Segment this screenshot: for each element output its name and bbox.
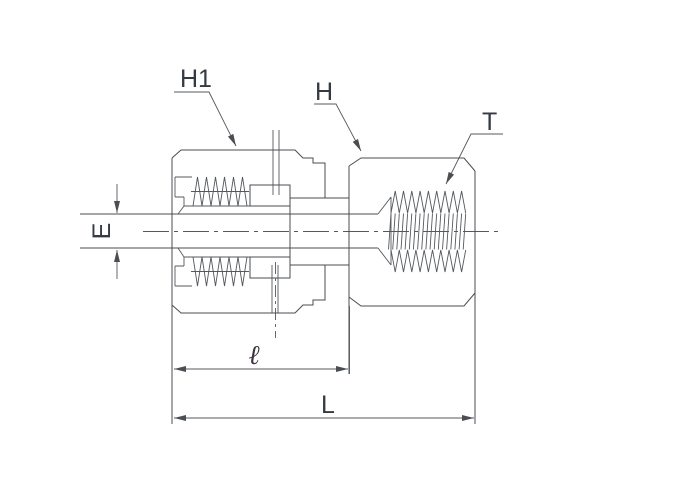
- flare-cone: [377, 196, 392, 266]
- leader-h1: [174, 91, 237, 147]
- leader-h: [314, 103, 362, 152]
- body-thread-flank-lines: [388, 213, 467, 250]
- label-h: H: [315, 78, 333, 106]
- body-thread-zigzag-top: [390, 190, 467, 214]
- dimension-lengths: [174, 306, 474, 421]
- label-t: T: [482, 108, 497, 136]
- tube: [80, 213, 378, 249]
- body-outline: [348, 157, 476, 424]
- dimension-labels: H1 H T E ℓ L: [88, 65, 497, 419]
- body-section: [348, 157, 476, 424]
- leader-t: [445, 133, 503, 185]
- nut-internal-back-wall: [174, 176, 250, 287]
- leader-lines: [174, 91, 503, 185]
- centerlines: [143, 231, 500, 338]
- label-l-small: ℓ: [248, 340, 260, 371]
- nut-outline: [171, 149, 349, 424]
- nut-thread-pitch-lines: [191, 191, 249, 272]
- tube-outline: [80, 213, 378, 249]
- label-l-big: L: [321, 391, 335, 419]
- label-h1: H1: [180, 65, 212, 93]
- label-e: E: [88, 223, 116, 240]
- gauge-marker-lines: [271, 130, 280, 313]
- nut-thread-zigzag-bottom: [192, 256, 248, 287]
- ferrule-block: [249, 184, 291, 279]
- nut-thread-zigzag-top: [192, 176, 248, 207]
- nut-section: [171, 130, 349, 424]
- body-thread-zigzag-bottom: [390, 249, 467, 273]
